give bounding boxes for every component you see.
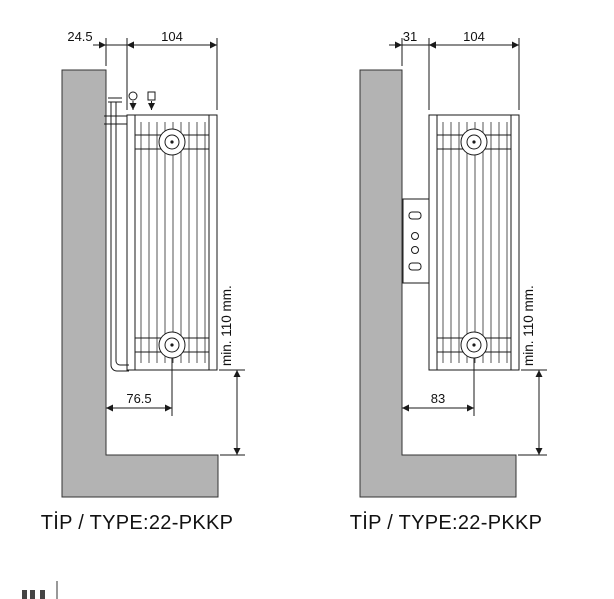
bracket-hole-2 xyxy=(411,246,419,254)
dim-top-offset-label: 31 xyxy=(403,29,417,44)
diagram-right: 31 104 min. 110 mm. 83 TİP / TYPE:22-PKK… xyxy=(350,29,547,534)
front-panel xyxy=(208,114,218,371)
screw-icon xyxy=(128,91,138,110)
bracket-hole-1 xyxy=(411,232,419,240)
convector-fins xyxy=(442,122,508,363)
front-panel xyxy=(510,114,520,371)
extension-lines-top xyxy=(401,38,520,110)
diagram-left: 24.5 104 min. 110 mm. 76.5 TİP / TYPE:22… xyxy=(41,29,245,534)
radiator-left xyxy=(126,114,218,371)
mounting-bracket xyxy=(402,198,430,284)
dim-top-offset-label: 24.5 xyxy=(67,29,92,44)
hub-top xyxy=(460,128,488,156)
wall-rail-bracket xyxy=(104,97,129,372)
radiator-right xyxy=(428,114,520,371)
wall-right xyxy=(359,69,517,498)
dim-width-label: 104 xyxy=(463,29,485,44)
bracket-slot-bottom xyxy=(408,262,422,271)
type-label: TİP / TYPE:22-PKKP xyxy=(41,511,234,534)
cropped-fragment xyxy=(22,581,58,599)
anchor-icon xyxy=(147,91,156,110)
extension-lines-clearance xyxy=(518,369,547,456)
convector-fins xyxy=(140,122,206,363)
hub-bottom xyxy=(460,331,488,359)
bracket-slot-top xyxy=(408,211,422,220)
dim-min-clearance-label: min. 110 mm. xyxy=(521,285,536,366)
type-label: TİP / TYPE:22-PKKP xyxy=(350,511,543,534)
texts-left: 24.5 104 min. 110 mm. 76.5 TİP / TYPE:22… xyxy=(41,29,234,534)
extension-lines-top xyxy=(105,38,218,110)
hub-bottom xyxy=(158,331,186,359)
extension-lines-clearance xyxy=(219,369,245,456)
dim-min-clearance-label: min. 110 mm. xyxy=(219,285,234,366)
dimensions-left xyxy=(93,38,245,456)
hub-top xyxy=(158,128,186,156)
dim-bottom-offset-label: 76.5 xyxy=(126,391,151,406)
back-panel xyxy=(428,114,438,371)
header-pipes xyxy=(135,134,209,353)
wall-left xyxy=(61,69,219,498)
texts-right: 31 104 min. 110 mm. 83 TİP / TYPE:22-PKK… xyxy=(350,29,543,534)
header-pipes xyxy=(437,134,511,353)
dim-bottom-offset-label: 83 xyxy=(431,391,445,406)
back-panel xyxy=(126,114,136,371)
dimensions-right xyxy=(389,38,547,456)
dim-width-label: 104 xyxy=(161,29,183,44)
